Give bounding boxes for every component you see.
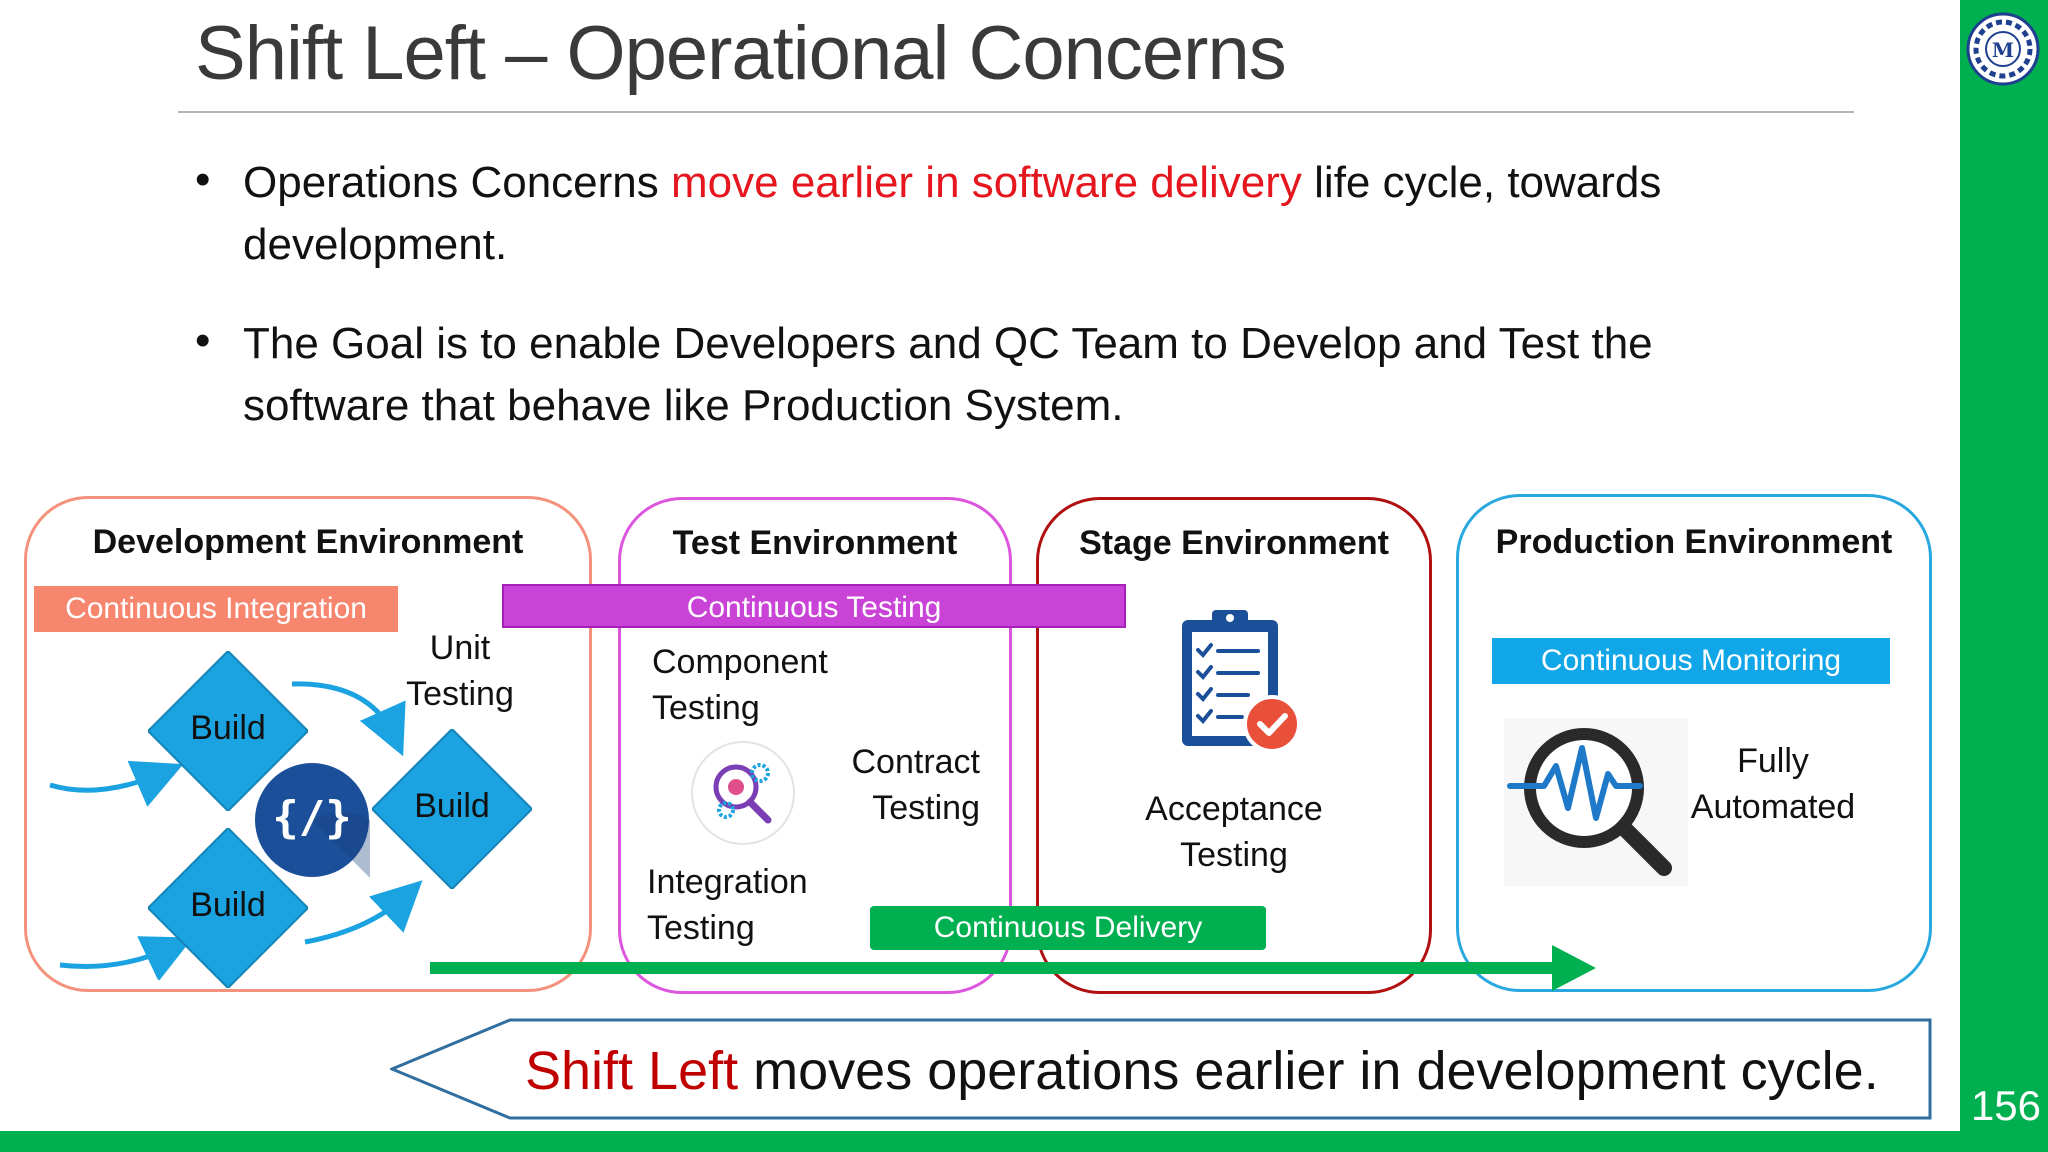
bottom-green-bar [0,1131,1960,1152]
continuous-testing-band: Continuous Testing [502,584,1126,628]
logo-seal-icon: M [1966,12,2040,86]
clipboard-check-icon [1176,606,1302,756]
flow-arrow [291,681,406,757]
bullet-2-line-1: The Goal is to enable Developers and QC … [243,319,1653,368]
production-environment-title: Production Environment [1495,523,1893,561]
bullet-1: Operations Concerns move earlier in soft… [243,152,1843,276]
dev-flow-arrows [49,681,423,980]
page-number: 156 [1970,1082,2042,1129]
continuous-delivery-band: Continuous Delivery [870,906,1266,950]
development-environment-title: Development Environment [92,523,524,561]
continuous-monitoring-band: Continuous Monitoring [1492,638,1890,684]
bullet-1-line-1: Operations Concerns move earlier in soft… [243,158,1662,207]
bullet-marker: • [195,316,211,365]
production-environment-box [1456,494,1932,992]
svg-text:M: M [1992,38,2014,62]
code-edit-icon: {/} [254,762,370,878]
shift-left-highlight: Shift Left [525,1041,739,1101]
continuous-integration-band: Continuous Integration [34,586,398,632]
development-environment-box [24,496,592,992]
flow-arrow [49,760,184,807]
bullet-1-line-2: development. [243,220,508,269]
build-diamond-right: Build [370,727,534,891]
test-environment-box [618,497,1012,994]
build-diamond-top: Build [146,649,310,813]
bullet-marker: • [195,155,211,204]
bullet-2-line-2: software that behave like Production Sys… [243,381,1124,430]
flow-arrow [59,936,194,980]
shift-left-text: Shift Left moves operations earlier in d… [525,1041,1879,1101]
contract-testing-label: Contract Testing [851,743,981,827]
component-testing-label: Component Testing [652,643,828,727]
slide-title: Shift Left – Operational Concerns [195,11,1287,96]
title-divider [178,111,1854,113]
shift-left-callout [390,1018,1932,1120]
integration-testing-label: Integration Testing [647,863,808,947]
unit-testing-label: Unit Testing [406,629,514,713]
bullet-1-highlight: move earlier in software delivery [671,158,1302,207]
build-diamond-bottom: Build [146,826,310,990]
acceptance-testing-label: Acceptance Testing [1145,790,1323,874]
bullet-2: The Goal is to enable Developers and QC … [243,313,1843,437]
fully-automated-label: Fully Automated [1690,742,1856,826]
gear-magnifier-icon [690,740,796,846]
stage-environment-box [1036,497,1432,994]
stage-environment-title: Stage Environment [1079,524,1389,562]
heartbeat-magnifier-icon [1504,718,1688,886]
delivery-arrow [430,945,1596,991]
flow-arrow [304,880,423,945]
test-environment-title: Test Environment [672,524,958,562]
right-green-strip [1960,0,2048,1152]
